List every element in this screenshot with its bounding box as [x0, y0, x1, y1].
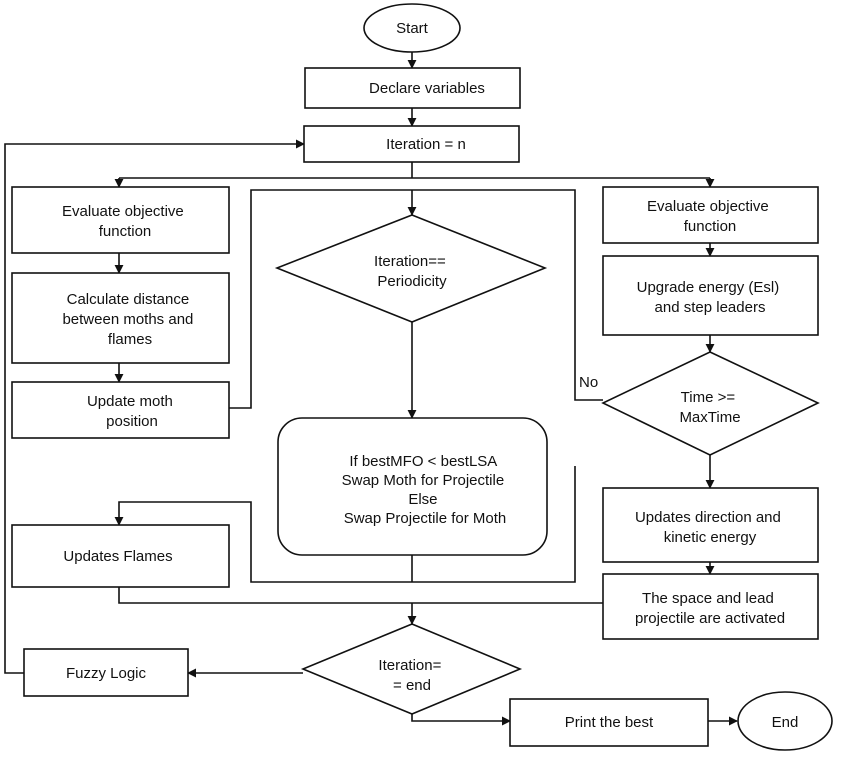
- node-space-lead: The space and lead projectile are activa…: [602, 573, 819, 640]
- node-periodicity-decision: Iteration== Periodicity: [274, 214, 548, 323]
- swap-line-3: Else: [408, 491, 437, 508]
- line-updates-flames-to-merge: [118, 587, 412, 604]
- evaluate-left-line-1: Evaluate objective: [62, 203, 184, 220]
- updates-flames-label: Updates Flames: [63, 548, 172, 565]
- node-swap: If bestMFO < bestLSA Swap Moth for Proje…: [277, 417, 548, 556]
- upgrade-energy-text: Upgrade energy (Esl) and step leaders: [637, 279, 784, 316]
- node-evaluate-left: Evaluate objective function: [11, 186, 230, 254]
- swap-line-2: Swap Moth for Projectile: [342, 472, 505, 489]
- node-updates-flames: Updates Flames: [11, 524, 230, 588]
- swap-line-1: If bestMFO < bestLSA: [349, 453, 497, 470]
- node-update-direction: Updates direction and kinetic energy: [602, 487, 819, 563]
- upgrade-energy-line-1: Upgrade energy (Esl): [637, 279, 780, 296]
- update-direction-text: Updates direction and kinetic energy: [635, 509, 785, 546]
- evaluate-right-line-2: function: [684, 218, 737, 235]
- upgrade-energy-line-2: and step leaders: [655, 299, 766, 316]
- node-declare-variables: Declare variables: [304, 67, 521, 109]
- connectors: [4, 52, 738, 726]
- update-direction-line-1: Updates direction and: [635, 509, 781, 526]
- node-end: End: [737, 691, 833, 751]
- node-start: Start: [363, 3, 461, 53]
- update-moth-text: Update moth position: [87, 393, 177, 430]
- calc-distance-line-2: between moths and: [62, 311, 193, 328]
- update-direction-line-2: kinetic energy: [664, 529, 757, 546]
- space-lead-text: The space and lead projectile are activa…: [635, 590, 785, 627]
- time-text: Time >= MaxTime: [679, 389, 740, 426]
- node-calculate-distance: Calculate distance between moths and fla…: [11, 272, 230, 364]
- periodicity-text: Iteration== Periodicity: [374, 253, 450, 290]
- periodicity-line-2: Periodicity: [377, 273, 447, 290]
- evaluate-left-line-2: function: [99, 223, 152, 240]
- no-label: No: [579, 374, 598, 391]
- swap-line-4: Swap Projectile for Moth: [344, 510, 507, 527]
- node-update-moth-position: Update moth position: [11, 381, 230, 439]
- print-best-label: Print the best: [565, 714, 654, 731]
- time-line-1: Time >=: [681, 389, 736, 406]
- swap-text: If bestMFO < bestLSA Swap Moth for Proje…: [342, 453, 509, 527]
- space-lead-line-2: projectile are activated: [635, 610, 785, 627]
- node-fuzzy-logic: Fuzzy Logic: [23, 648, 189, 697]
- calc-distance-line-1: Calculate distance: [67, 291, 190, 308]
- end-check-line-1: Iteration=: [378, 657, 441, 674]
- calc-distance-line-3: flames: [108, 331, 152, 348]
- start-label: Start: [396, 20, 429, 37]
- node-end-decision: Iteration= = end: [300, 623, 523, 715]
- evaluate-right-text: Evaluate objective function: [647, 198, 773, 235]
- calc-distance-text: Calculate distance between moths and fla…: [62, 291, 197, 348]
- iteration-label: Iteration = n: [386, 136, 466, 153]
- end-label: End: [772, 714, 799, 731]
- periodicity-line-1: Iteration==: [374, 253, 446, 270]
- node-evaluate-right: Evaluate objective function: [602, 186, 819, 244]
- fuzzy-label: Fuzzy Logic: [66, 665, 147, 682]
- node-iteration-n: Iteration = n: [303, 125, 520, 163]
- evaluate-right-line-1: Evaluate objective: [647, 198, 769, 215]
- update-moth-line-2: position: [106, 413, 158, 430]
- node-print-best: Print the best: [509, 698, 709, 747]
- time-line-2: MaxTime: [679, 409, 740, 426]
- declare-label: Declare variables: [369, 80, 485, 97]
- space-lead-line-1: The space and lead: [642, 590, 774, 607]
- line-update-moth-to-center: [229, 189, 603, 409]
- end-check-line-2: = end: [393, 677, 431, 694]
- arrow-end-check-to-print: [411, 714, 511, 726]
- arrow-fuzzy-loop-to-iteration: [4, 139, 305, 674]
- end-check-text: Iteration= = end: [378, 657, 445, 694]
- update-moth-line-1: Update moth: [87, 393, 173, 410]
- evaluate-left-text: Evaluate objective function: [62, 203, 188, 240]
- node-time-decision: Time >= MaxTime: [601, 351, 820, 456]
- arrow-center-to-updates-flames: [114, 466, 576, 583]
- node-upgrade-energy: Upgrade energy (Esl) and step leaders: [602, 255, 819, 336]
